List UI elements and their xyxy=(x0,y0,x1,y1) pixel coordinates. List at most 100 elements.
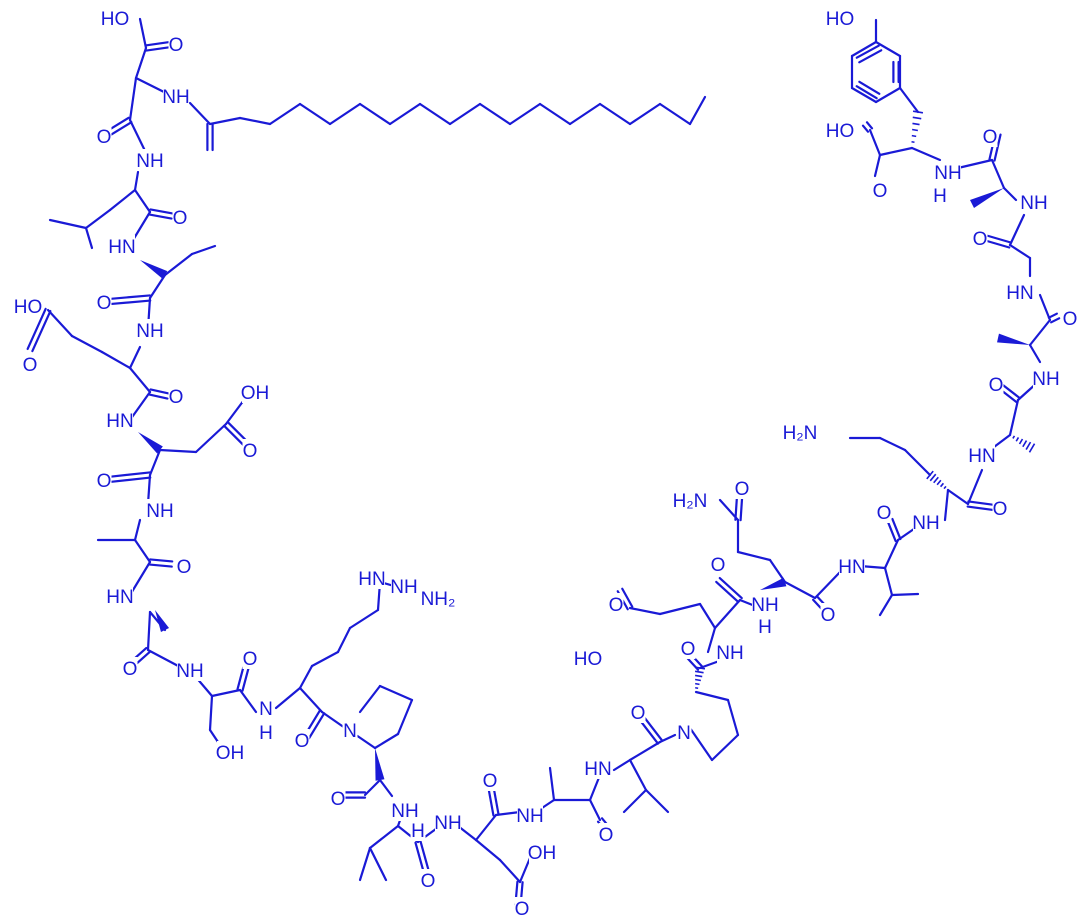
atom-label: O xyxy=(515,899,530,920)
atom-label: NH xyxy=(136,151,163,172)
atom-label-background xyxy=(294,729,310,751)
bond-line xyxy=(190,244,217,256)
bond-line xyxy=(146,648,184,670)
atom-label: HN xyxy=(1006,283,1033,304)
bond-line xyxy=(474,813,498,842)
bond-line xyxy=(588,798,602,822)
bond-line xyxy=(494,810,522,817)
bond-line xyxy=(148,213,173,220)
bond-line xyxy=(850,86,878,104)
hashed-bond-stroke xyxy=(939,482,945,488)
atom-label: HO xyxy=(826,9,855,30)
bond-line xyxy=(149,388,170,395)
bond-line xyxy=(903,448,932,477)
bond-line xyxy=(628,740,662,762)
atom-label: HN xyxy=(108,237,135,258)
bond-line xyxy=(985,234,1012,244)
bond-line xyxy=(48,218,88,230)
hashed-bond-stroke xyxy=(926,470,934,480)
bond-line xyxy=(548,766,556,802)
bond-line xyxy=(508,102,542,126)
atom-label-background xyxy=(435,811,461,833)
bond-line xyxy=(718,498,740,522)
bond-line xyxy=(883,566,894,597)
hashed-bond-stroke xyxy=(912,128,918,132)
bond-line xyxy=(148,393,169,400)
atom-label: NH xyxy=(751,595,778,616)
atom-label-background xyxy=(168,385,184,407)
bond-line xyxy=(898,86,920,114)
atom-label: O xyxy=(243,441,258,462)
atom-label-background xyxy=(757,615,773,637)
atom-label-background xyxy=(872,179,888,201)
atom-label-background xyxy=(932,184,948,206)
bond-line xyxy=(966,468,984,506)
bond-line xyxy=(134,46,148,80)
bond-line xyxy=(1008,213,1026,247)
atom-label: O xyxy=(1063,309,1078,330)
bond-line xyxy=(268,102,302,126)
atom-label-background xyxy=(176,555,192,577)
atom-label: HO xyxy=(826,121,855,142)
atom-label: O xyxy=(169,35,184,56)
atom-label: O xyxy=(993,499,1008,520)
bond-line xyxy=(378,778,394,798)
bond-line xyxy=(498,858,522,884)
atom-label-background xyxy=(517,804,543,826)
bond-line xyxy=(354,733,377,750)
atom-label: O xyxy=(173,208,188,229)
bond-line xyxy=(715,580,740,604)
atom-label-background xyxy=(242,647,258,669)
atom-label: O xyxy=(123,659,138,680)
bond-line xyxy=(850,40,878,58)
atom-label-background xyxy=(680,637,696,659)
atom-label: O xyxy=(609,595,624,616)
atom-label: OH xyxy=(528,843,557,864)
hashed-bond-stroke xyxy=(694,674,703,678)
atom-label-background xyxy=(752,593,778,615)
bond-line xyxy=(813,568,844,600)
bond-line xyxy=(886,519,897,543)
atom-label: NH xyxy=(136,321,163,342)
atom-label-background xyxy=(913,511,939,533)
bond-line xyxy=(388,102,422,126)
bond-line xyxy=(858,80,881,95)
bond-line xyxy=(518,856,532,884)
atom-label: NH xyxy=(912,513,939,534)
wedge-bond xyxy=(997,333,1030,345)
bond-line xyxy=(103,299,152,306)
atom-label-background xyxy=(671,489,709,511)
atom-label: O xyxy=(735,479,750,500)
atom-label-background xyxy=(22,353,38,375)
bond-line xyxy=(210,688,242,698)
bond-line xyxy=(861,124,870,133)
atom-label-background xyxy=(258,721,274,743)
atom-label: HN xyxy=(106,587,133,608)
atom-label-background xyxy=(514,897,530,919)
atom-label-background xyxy=(992,497,1008,519)
atom-label-background xyxy=(972,227,988,249)
bond-line xyxy=(133,170,140,192)
atom-label: O xyxy=(631,703,646,724)
bond-line xyxy=(320,710,347,730)
bond-line xyxy=(698,602,717,630)
bond-line xyxy=(1050,317,1061,324)
atom-label: HN xyxy=(838,557,865,578)
atom-label: OH xyxy=(241,383,270,404)
atom-label-background xyxy=(109,235,135,257)
bond-line xyxy=(298,102,332,126)
bond-line xyxy=(713,598,742,630)
atom-label-background xyxy=(827,119,853,141)
atom-label-background xyxy=(15,295,41,317)
hashed-bond-stroke xyxy=(1018,438,1024,445)
bond-line xyxy=(373,732,400,750)
bond-line xyxy=(208,694,214,732)
bond-line xyxy=(70,334,104,354)
atom-label-background xyxy=(734,477,750,499)
bond-line xyxy=(138,17,148,50)
bond-line xyxy=(128,345,142,370)
wedge-bond xyxy=(375,748,385,781)
atom-label: O xyxy=(243,649,258,670)
bond-line xyxy=(368,824,400,850)
